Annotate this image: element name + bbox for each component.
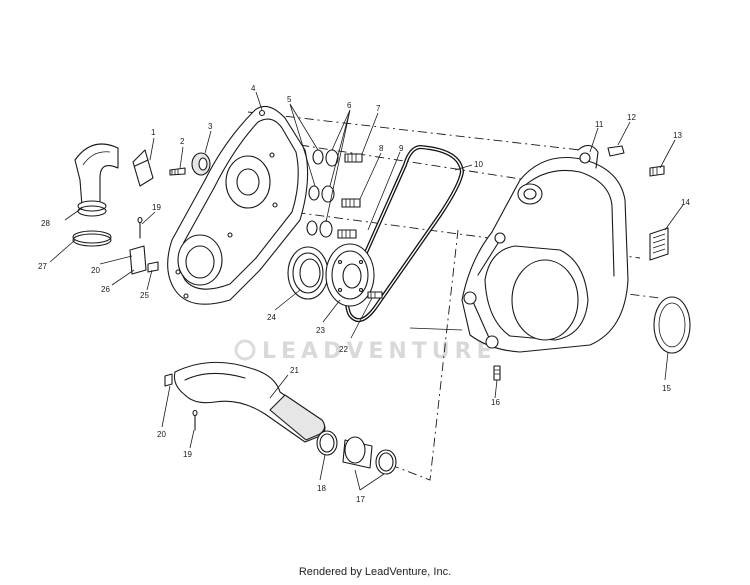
callout-28: 28 bbox=[41, 219, 50, 228]
callout-10: 10 bbox=[474, 160, 483, 169]
callout-22: 22 bbox=[339, 345, 348, 354]
part-4-inner-cover bbox=[167, 105, 309, 305]
callout-19-upper: 19 bbox=[152, 203, 161, 212]
part-22-screw bbox=[367, 291, 383, 299]
callout-7: 7 bbox=[376, 104, 381, 113]
part-13-screw bbox=[649, 165, 665, 177]
part-21-exhaust-duct bbox=[173, 361, 326, 443]
part-2-screw bbox=[169, 167, 186, 176]
callout-labels: 1 2 3 4 5 6 7 8 9 10 11 12 13 14 15 16 1… bbox=[38, 84, 690, 504]
callout-4: 4 bbox=[251, 84, 256, 93]
callout-17: 17 bbox=[356, 495, 365, 504]
part-7-8-bolts bbox=[337, 153, 363, 239]
callout-23: 23 bbox=[316, 326, 325, 335]
callout-8: 8 bbox=[379, 144, 384, 153]
part-5-6-washers bbox=[306, 149, 339, 238]
part-3-bushing bbox=[191, 152, 211, 176]
part-1-bracket bbox=[132, 149, 154, 187]
callout-20-upper: 20 bbox=[91, 266, 100, 275]
callout-15: 15 bbox=[662, 384, 671, 393]
part-10-drive-belt bbox=[345, 144, 465, 323]
callout-21: 21 bbox=[290, 366, 299, 375]
callout-14: 14 bbox=[681, 198, 690, 207]
callout-11: 11 bbox=[595, 120, 604, 129]
callout-13: 13 bbox=[673, 131, 682, 140]
part-19-20-25-26-hardware bbox=[129, 216, 159, 275]
watermark-text: LEADVENTURE bbox=[262, 339, 497, 364]
part-17-18-clamps-coupler bbox=[316, 430, 397, 475]
callout-16: 16 bbox=[491, 398, 500, 407]
callout-26: 26 bbox=[101, 285, 110, 294]
callout-2: 2 bbox=[180, 137, 185, 146]
callout-24: 24 bbox=[267, 313, 276, 322]
part-15-gasket bbox=[653, 296, 691, 354]
part-16-screw bbox=[493, 365, 501, 381]
part-28-duct-elbow bbox=[74, 143, 119, 217]
leader-lines bbox=[49, 91, 684, 491]
part-19-20-lower-hardware bbox=[164, 373, 198, 431]
callout-1: 1 bbox=[151, 128, 156, 137]
callout-25: 25 bbox=[140, 291, 149, 300]
part-14-decal bbox=[649, 227, 669, 261]
part-23-bearing bbox=[325, 243, 375, 307]
part-24-seal bbox=[287, 246, 329, 300]
callout-5: 5 bbox=[287, 95, 292, 104]
watermark: LEADVENTURE bbox=[234, 339, 497, 364]
callout-27: 27 bbox=[38, 262, 47, 271]
part-27-clamp bbox=[72, 230, 112, 247]
callout-12: 12 bbox=[627, 113, 636, 122]
render-credit: Rendered by LeadVenture, Inc. bbox=[298, 566, 452, 578]
part-11-outer-cover bbox=[461, 144, 629, 353]
part-12-nut bbox=[607, 145, 625, 157]
callout-19-lower: 19 bbox=[183, 450, 192, 459]
callout-20-lower: 20 bbox=[157, 430, 166, 439]
callout-3: 3 bbox=[208, 122, 213, 131]
callout-6: 6 bbox=[347, 101, 352, 110]
callout-18: 18 bbox=[317, 484, 326, 493]
callout-9: 9 bbox=[399, 144, 404, 153]
